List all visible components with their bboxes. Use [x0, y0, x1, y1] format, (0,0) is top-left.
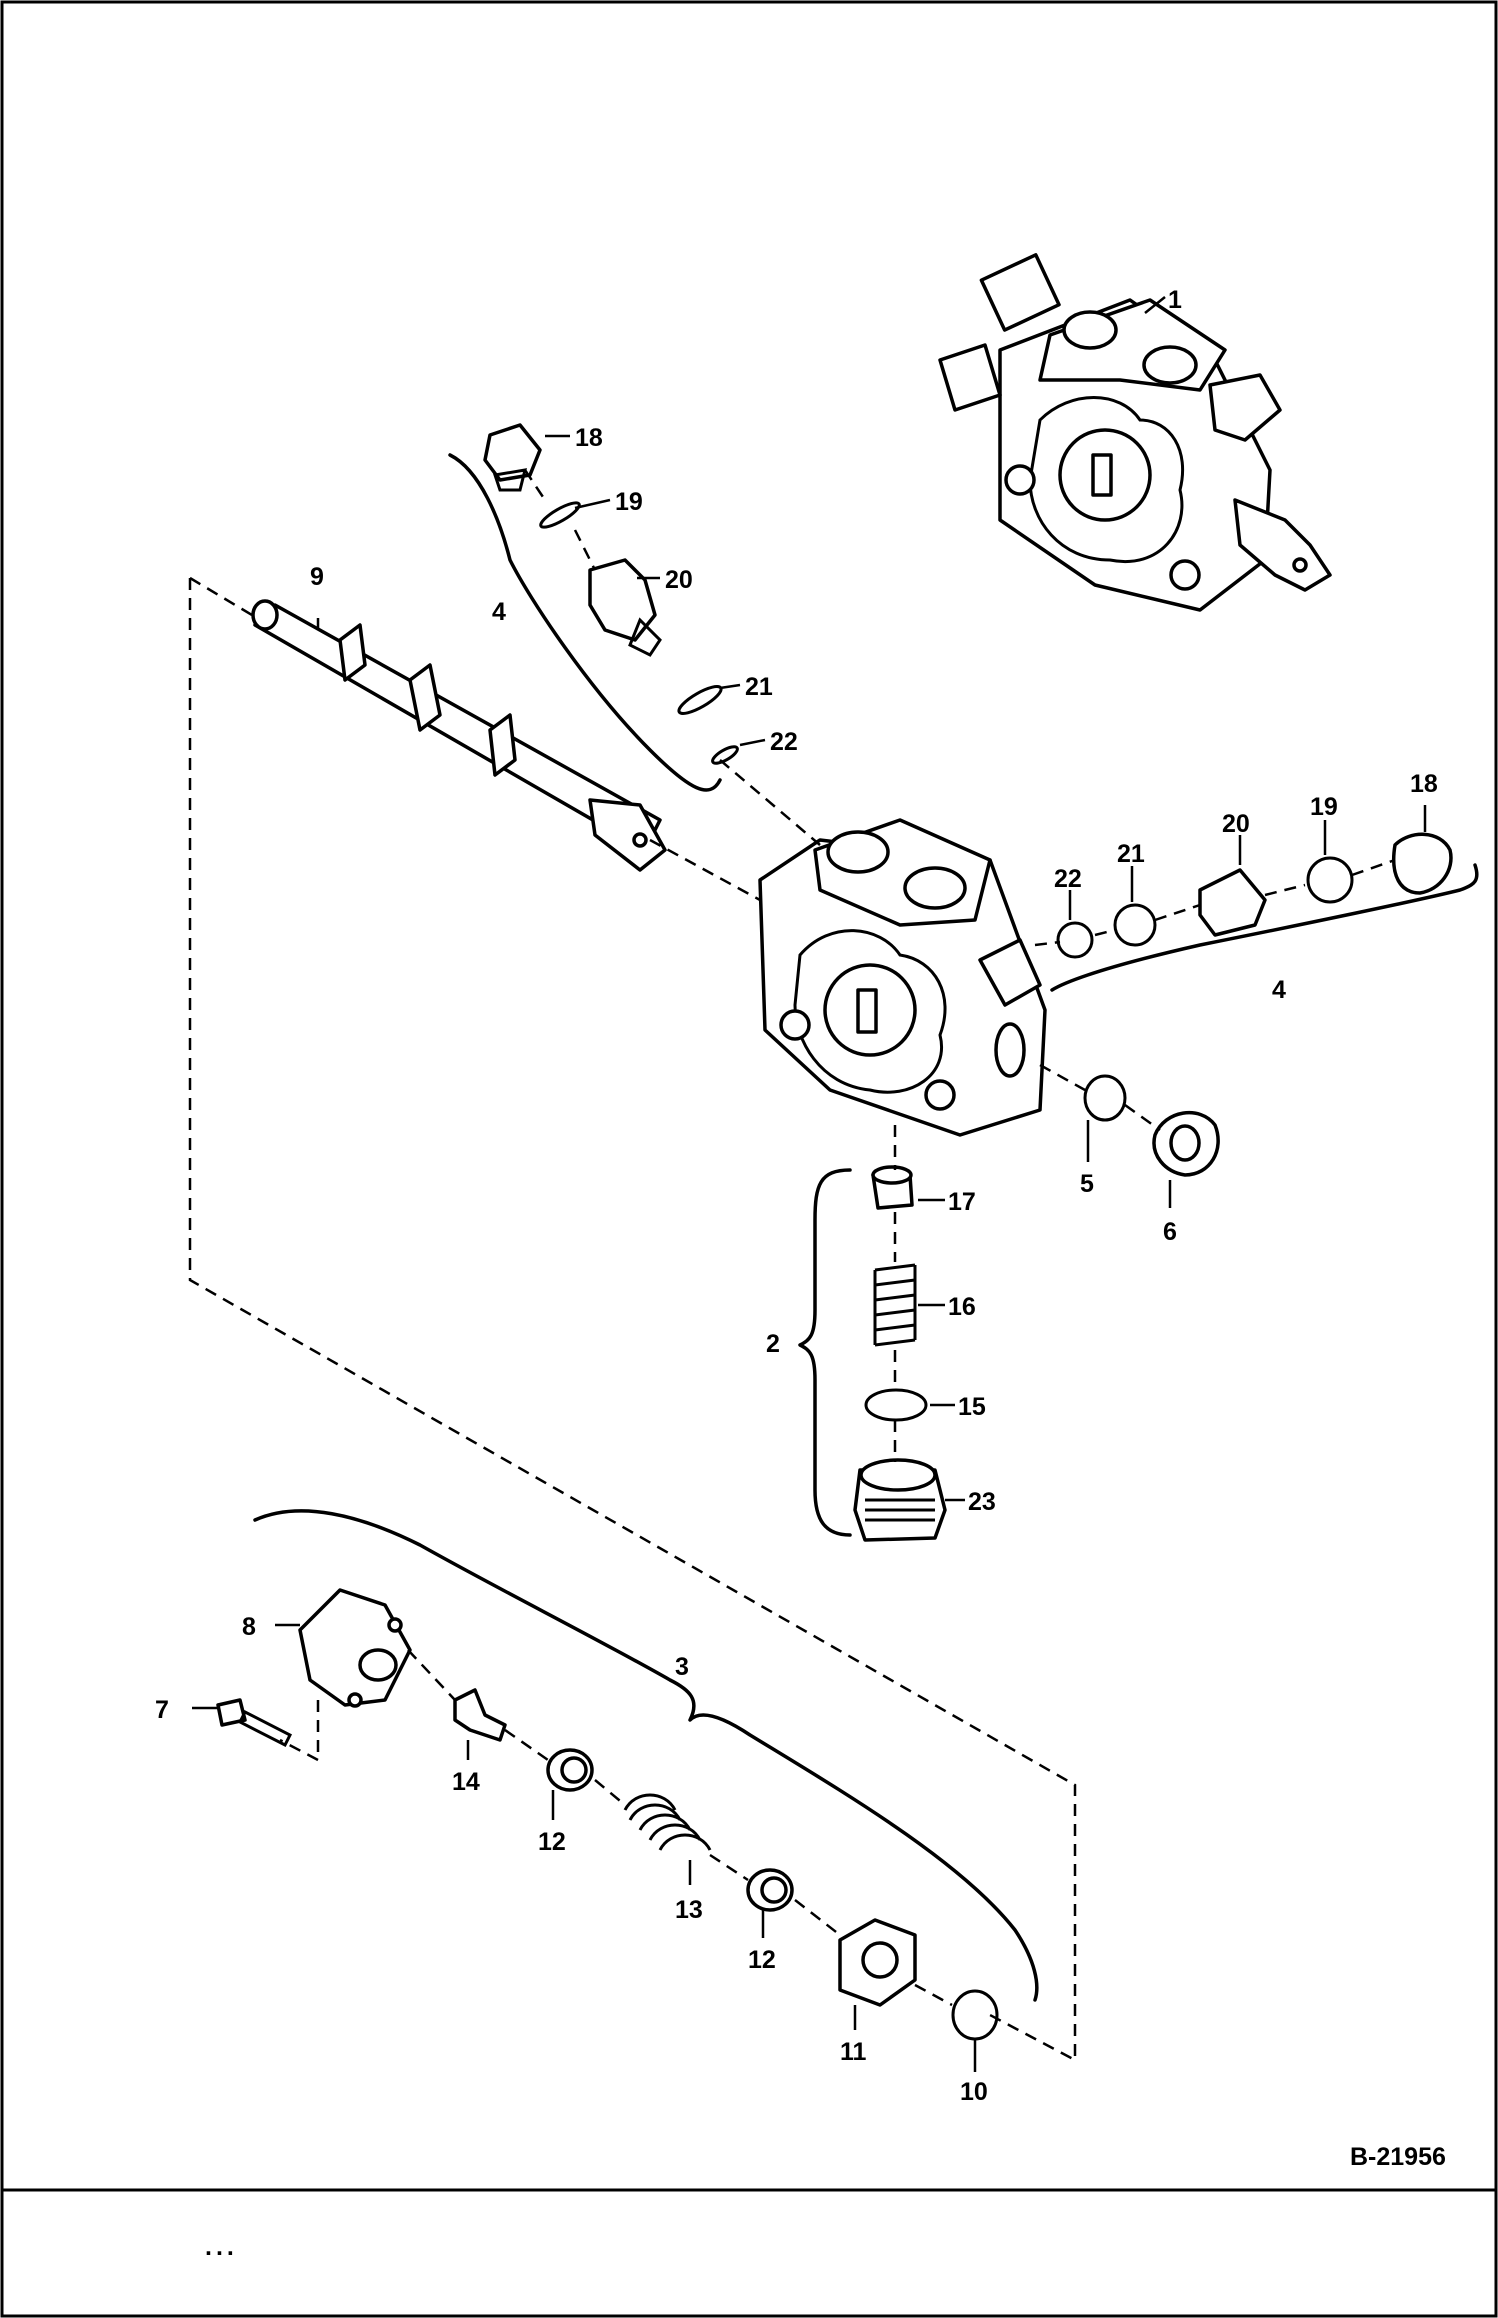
leader-lines: [192, 296, 1427, 2072]
callout-11: 11: [840, 2038, 867, 2066]
brace-kit-2: [798, 1168, 852, 1537]
callout-1: 1: [1168, 286, 1182, 314]
callout-5: 5: [1080, 1170, 1094, 1198]
callout-12-right: 12: [748, 1946, 776, 1974]
callout-6: 6: [1163, 1218, 1177, 1246]
callout-7: 7: [155, 1696, 169, 1724]
brace-kit-3: [253, 1509, 1039, 2002]
callout-9: 9: [310, 563, 324, 591]
cartridge-kit-right: [1056, 832, 1453, 959]
callout-20-right: 20: [1222, 810, 1250, 838]
callout-13: 13: [675, 1896, 703, 1924]
callout-22-upper: 22: [770, 728, 798, 756]
drawing-number: B-21956: [1350, 2143, 1446, 2171]
port-plug-set: [1083, 1074, 1220, 1177]
check-valve-kit: [853, 1165, 947, 1542]
callout-21-upper: 21: [745, 673, 773, 701]
callout-18-right: 18: [1410, 770, 1438, 798]
callout-10: 10: [960, 2078, 988, 2106]
callout-8: 8: [242, 1613, 256, 1641]
spool-end-kit: [216, 1588, 999, 2041]
callout-4-upper: 4: [492, 598, 506, 626]
cartridge-kit-upper: [483, 423, 739, 765]
callout-labels: 1 2 3 4 4 5 6 7 8 9 10 11 12 12 13 14 15…: [155, 286, 1438, 2106]
assembly-lines: [188, 469, 1396, 2063]
valve-body: [758, 818, 1047, 1137]
callout-16: 16: [948, 1293, 976, 1321]
callout-22-right: 22: [1054, 865, 1082, 893]
callout-18-upper: 18: [575, 424, 603, 452]
callout-21-right: 21: [1117, 840, 1145, 868]
callout-3: 3: [675, 1653, 689, 1681]
callout-15: 15: [958, 1393, 986, 1421]
valve-spool: [251, 599, 667, 872]
callout-14: 14: [452, 1768, 480, 1796]
callout-2: 2: [766, 1330, 780, 1358]
valve-section-assembly: [938, 253, 1332, 612]
callout-4-right: 4: [1272, 976, 1286, 1004]
footer-mark: ...: [205, 2233, 238, 2261]
callout-19-right: 19: [1310, 793, 1338, 821]
callout-19-upper: 19: [615, 488, 643, 516]
callout-12-left: 12: [538, 1828, 566, 1856]
brace-kit-4-upper: [448, 453, 722, 792]
callout-23: 23: [968, 1488, 996, 1516]
callout-17: 17: [948, 1188, 976, 1216]
brace-kit-4-right: [1050, 863, 1479, 992]
callout-20-upper: 20: [665, 566, 693, 594]
